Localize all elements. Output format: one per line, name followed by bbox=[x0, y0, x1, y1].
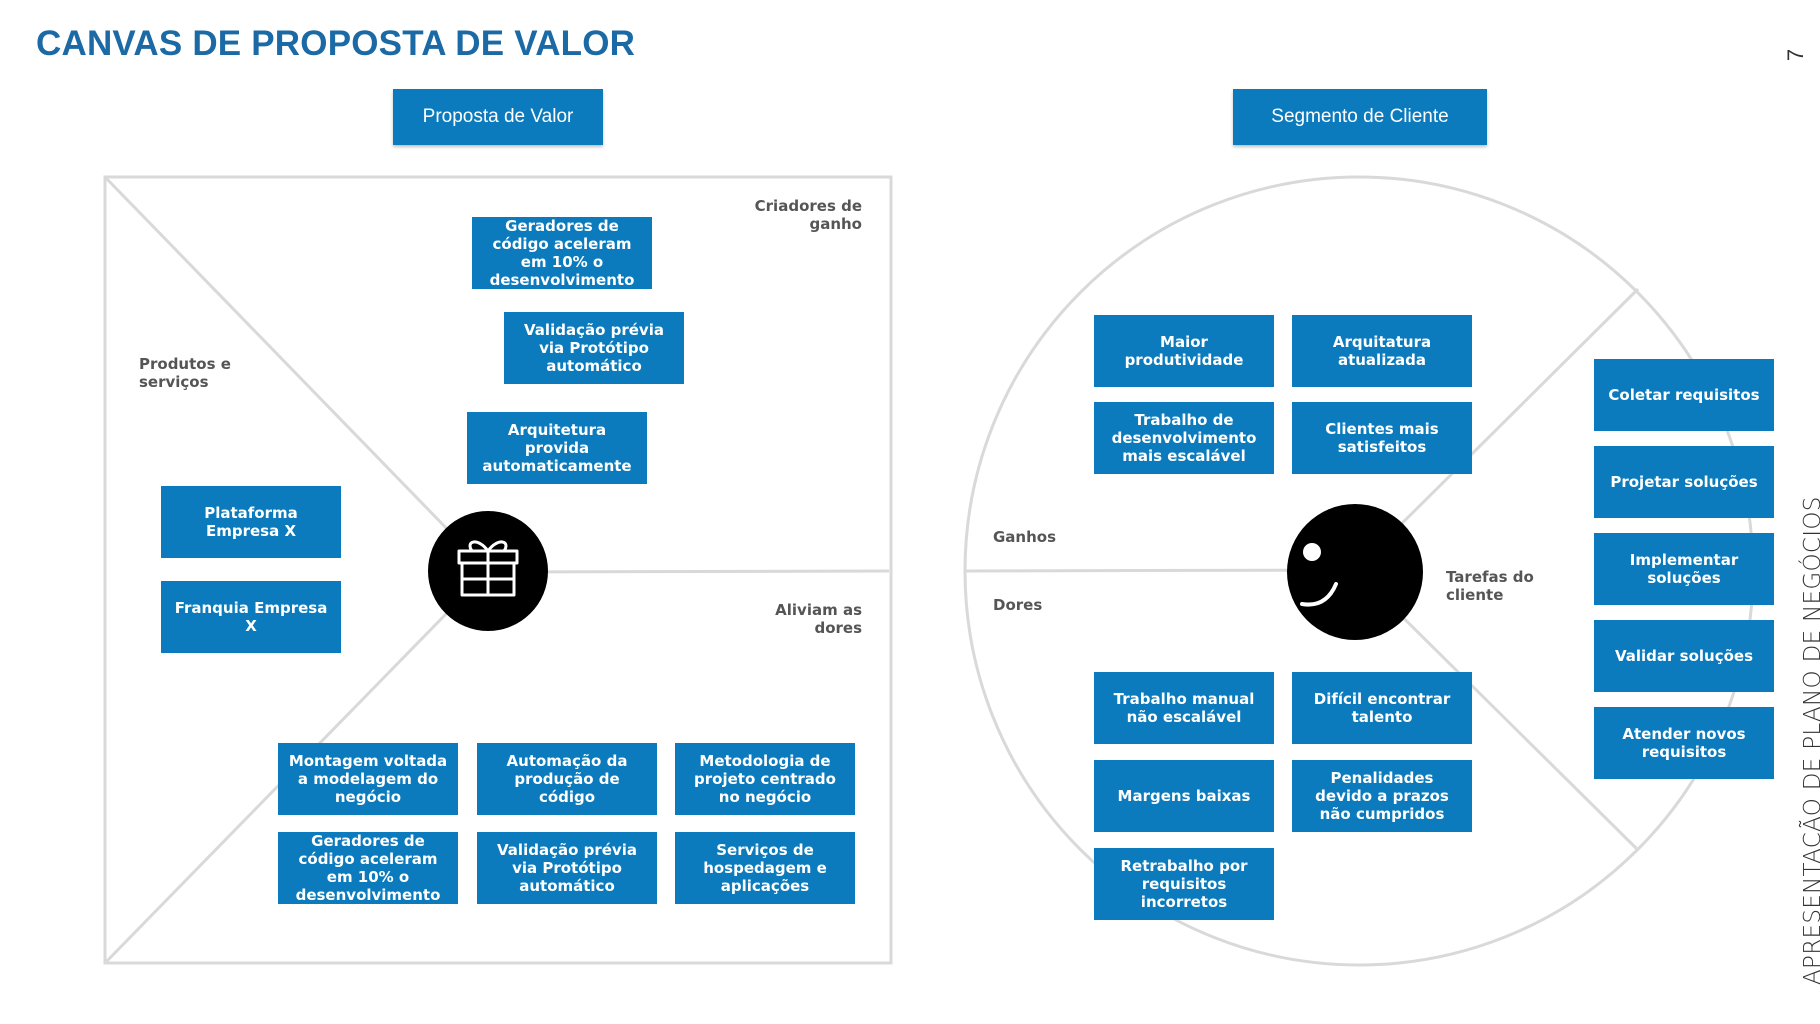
pain-reliever-card[interactable]: Serviços de hospedagem e aplicações bbox=[675, 832, 855, 904]
gains-label: Ganhos bbox=[993, 528, 1057, 546]
customer-job-card[interactable]: Projetar soluções bbox=[1594, 446, 1774, 518]
gain-card[interactable]: Maior produtividade bbox=[1094, 315, 1274, 387]
pain-reliever-card[interactable]: Geradores de código aceleram em 10% o de… bbox=[278, 832, 458, 904]
pain-reliever-card[interactable]: Automação da produção de código bbox=[477, 743, 657, 815]
gain-creator-card[interactable]: Validação prévia via Protótipo automátic… bbox=[504, 312, 684, 384]
divider-horizontal bbox=[487, 569, 890, 574]
gain-creator-card[interactable]: Geradores de código aceleram em 10% o de… bbox=[472, 217, 652, 289]
products-services-label: Produtos e serviços bbox=[139, 355, 231, 392]
page-title: CANVAS DE PROPOSTA DE VALOR bbox=[36, 24, 636, 63]
gain-card[interactable]: Arquitatura atualizada bbox=[1292, 315, 1472, 387]
gift-icon bbox=[428, 511, 548, 631]
pain-reliever-card[interactable]: Validação prévia via Protótipo automátic… bbox=[477, 832, 657, 904]
pain-card[interactable]: Margens baixas bbox=[1094, 760, 1274, 832]
customer-job-card[interactable]: Atender novos requisitos bbox=[1594, 707, 1774, 779]
pain-relievers-label: Aliviam as dores bbox=[775, 601, 862, 638]
gain-card[interactable]: Clientes mais satisfeitos bbox=[1292, 402, 1472, 474]
pain-card[interactable]: Trabalho manual não escalável bbox=[1094, 672, 1274, 744]
smiley-face-icon bbox=[1287, 504, 1423, 640]
gain-creators-label: Criadores de ganho bbox=[754, 197, 862, 234]
customer-job-card[interactable]: Validar soluções bbox=[1594, 620, 1774, 692]
gain-creator-card[interactable]: Arquitetura provida automaticamente bbox=[467, 412, 647, 484]
pain-card[interactable]: Penalidades devido a prazos não cumprido… bbox=[1292, 760, 1472, 832]
pain-reliever-card[interactable]: Montagem voltada a modelagem do negócio bbox=[278, 743, 458, 815]
customer-job-card[interactable]: Implementar soluções bbox=[1594, 533, 1774, 605]
customer-segment-header[interactable]: Segmento de Cliente bbox=[1233, 89, 1487, 145]
customer-jobs-label: Tarefas do cliente bbox=[1446, 568, 1534, 605]
product-service-card[interactable]: Franquia Empresa X bbox=[161, 581, 341, 653]
pain-reliever-card[interactable]: Metodologia de projeto centrado no negóc… bbox=[675, 743, 855, 815]
product-service-card[interactable]: Plataforma Empresa X bbox=[161, 486, 341, 558]
pain-card[interactable]: Difícil encontrar talento bbox=[1292, 672, 1472, 744]
divider-diagonal-top bbox=[103, 175, 490, 573]
value-proposition-header[interactable]: Proposta de Valor bbox=[393, 89, 603, 145]
pains-label: Dores bbox=[993, 596, 1043, 614]
value-proposition-square bbox=[103, 175, 893, 965]
customer-job-card[interactable]: Coletar requisitos bbox=[1594, 359, 1774, 431]
gain-card[interactable]: Trabalho de desenvolvimento mais escaláv… bbox=[1094, 402, 1274, 474]
pain-card[interactable]: Retrabalho por requisitos incorretos bbox=[1094, 848, 1274, 920]
